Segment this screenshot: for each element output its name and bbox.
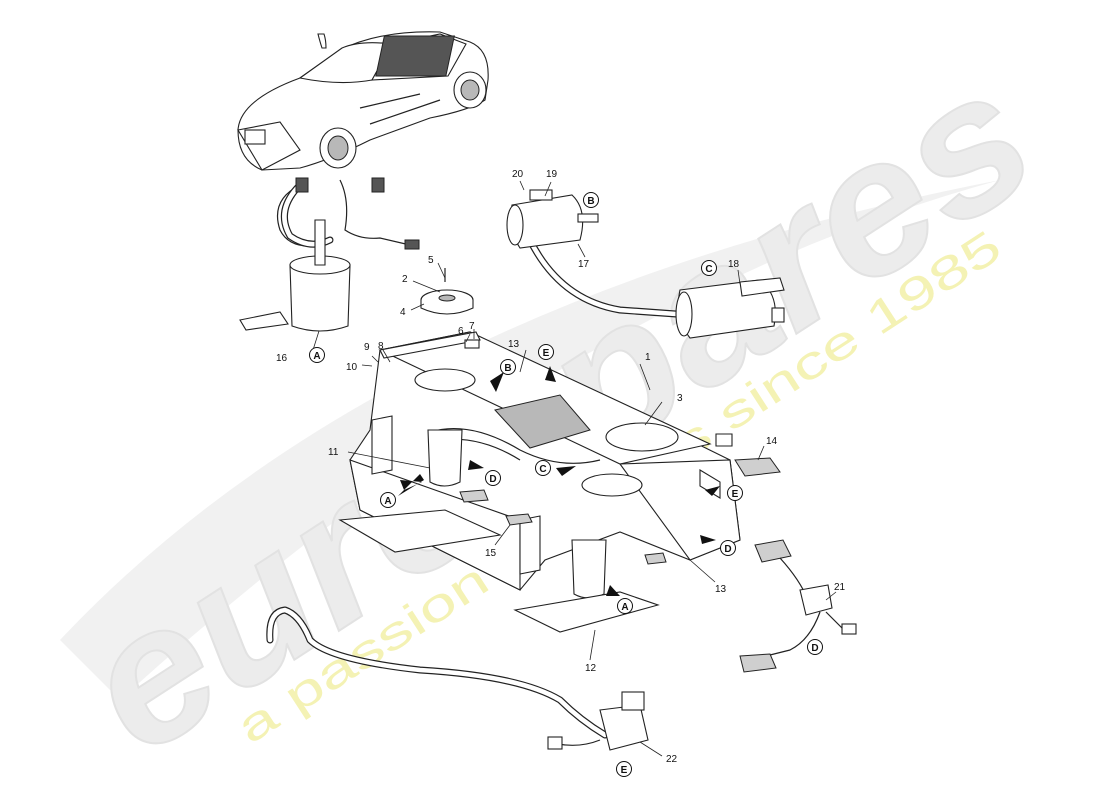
svg-text:A: A [313, 351, 320, 362]
callout-b-tank: B [500, 359, 516, 375]
part-label-22: 22 [666, 754, 678, 765]
svg-text:E: E [543, 348, 550, 359]
part-label-10: 10 [346, 362, 358, 373]
part-label-17: 17 [578, 259, 590, 270]
part-label-12: 12 [585, 663, 597, 674]
part-label-7: 7 [469, 321, 475, 332]
heat-shield-left [338, 509, 502, 553]
svg-text:D: D [489, 474, 496, 485]
part-label-4: 4 [400, 307, 406, 318]
part-label-21: 21 [834, 582, 846, 593]
part-label-13b: 13 [715, 584, 727, 595]
svg-text:C: C [539, 464, 546, 475]
pad-15b [459, 489, 489, 503]
callout-e-tank-right: E [727, 485, 743, 501]
callout-d-tank-right: D [720, 540, 736, 556]
svg-text:B: B [587, 196, 594, 207]
pad-14 [734, 457, 781, 477]
callout-d-sender: D [807, 639, 823, 655]
svg-text:D: D [811, 643, 818, 654]
part-label-8: 8 [378, 341, 384, 352]
callout-a-tank-right: A [617, 598, 633, 614]
svg-text:D: D [724, 544, 731, 555]
callout-letters: B C A E B C D A [309, 192, 823, 777]
fuel-filter [506, 189, 694, 319]
callout-c-tank: C [535, 460, 551, 476]
part-label-9: 9 [364, 342, 370, 353]
part-label-16: 16 [276, 353, 288, 364]
svg-text:E: E [621, 765, 628, 776]
svg-text:E: E [732, 489, 739, 500]
svg-text:C: C [705, 264, 712, 275]
fuel-pump-module [239, 177, 420, 332]
svg-text:B: B [504, 363, 511, 374]
part-label-20: 20 [512, 169, 524, 180]
callout-b-filter: B [583, 192, 599, 208]
return-hose [266, 606, 649, 751]
callout-a-tank-left: A [380, 492, 396, 508]
callout-c-canister: C [701, 260, 717, 276]
part-label-11: 11 [328, 447, 339, 458]
pump-lock-ring [420, 268, 474, 315]
part-label-3: 3 [677, 393, 683, 404]
callout-e-sensor: E [616, 761, 632, 777]
part-label-1: 1 [645, 352, 651, 363]
callout-d-tank-left: D [485, 470, 501, 486]
level-sender [739, 539, 857, 673]
part-label-13a: 13 [508, 339, 520, 350]
charcoal-canister [675, 277, 785, 339]
part-label-2: 2 [402, 274, 408, 285]
pad-d [644, 552, 667, 565]
part-label-15: 15 [485, 548, 497, 559]
svg-text:A: A [384, 496, 391, 507]
callout-a-pump: A [309, 347, 325, 363]
callout-e-top: E [538, 344, 554, 360]
part-number-labels: 1 2 3 4 5 6 7 8 9 10 11 12 13 13 14 15 1… [276, 169, 846, 765]
svg-text:A: A [621, 602, 628, 613]
leader-lines [312, 180, 837, 757]
part-label-19: 19 [546, 169, 558, 180]
part-label-5: 5 [428, 255, 434, 266]
heat-shield-right [513, 591, 660, 633]
pad-15 [505, 513, 533, 526]
car-illustration [237, 31, 489, 171]
part-label-14: 14 [766, 436, 778, 447]
part-label-18: 18 [728, 259, 740, 270]
callout-arrows [398, 366, 720, 596]
part-label-6: 6 [458, 326, 464, 337]
